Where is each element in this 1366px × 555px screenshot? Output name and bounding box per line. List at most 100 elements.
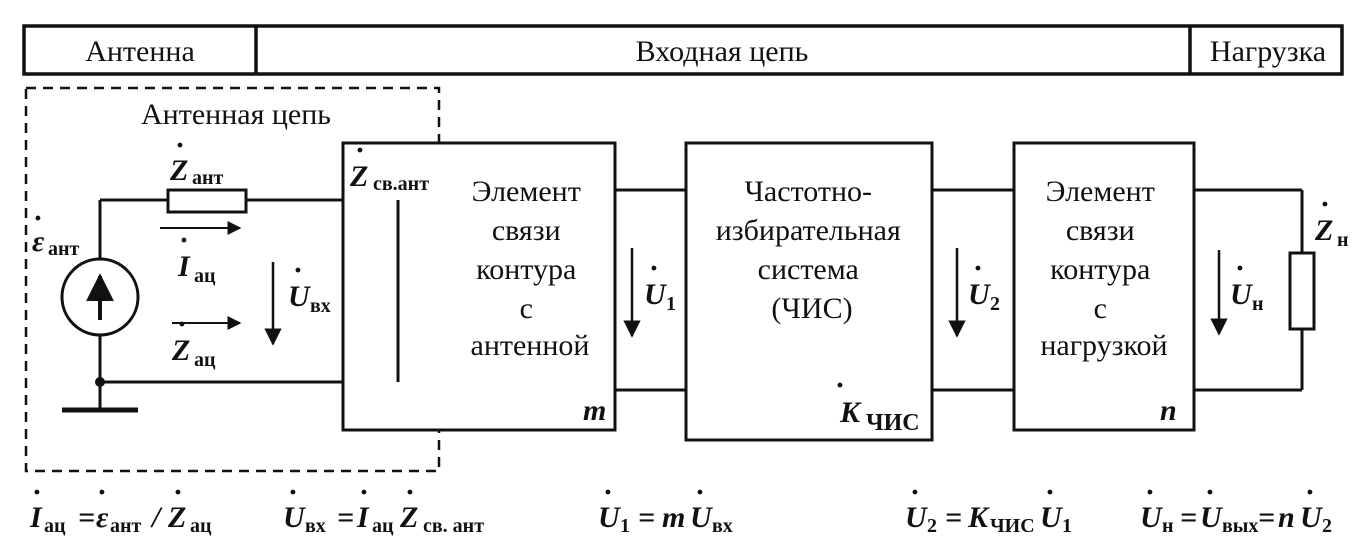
svg-text:2: 2: [990, 293, 1000, 315]
svg-text:н: н: [1337, 229, 1349, 251]
svg-text:U: U: [690, 501, 713, 534]
svg-text:вх: вх: [712, 515, 733, 537]
sym-u2: U 2 ·: [968, 252, 1000, 315]
svg-text:ац: ац: [372, 515, 394, 537]
svg-text:·: ·: [294, 254, 302, 287]
formula-5: U н = U вых = n U 2: [1140, 501, 1332, 537]
svg-text:I: I: [177, 250, 191, 283]
svg-text:K: K: [967, 501, 990, 534]
svg-text:·: ·: [650, 252, 658, 285]
svg-text:n: n: [1278, 501, 1295, 534]
svg-text:·: ·: [1206, 476, 1214, 509]
load-circuit: [1194, 188, 1316, 392]
block-coupling-load: Элемент связи контура с нагрузкой n: [1012, 141, 1196, 432]
svg-text:Z: Z: [169, 154, 188, 187]
svg-text:I: I: [29, 501, 43, 534]
svg-text:=: =: [337, 501, 354, 534]
svg-text:1: 1: [666, 293, 676, 315]
svg-text:·: ·: [604, 476, 612, 509]
svg-text:·: ·: [836, 369, 844, 402]
svg-text:=: =: [78, 501, 95, 534]
svg-text:ЧИС: ЧИС: [866, 410, 920, 436]
block-fss: Частотно- избирательная система (ЧИС) K …: [684, 141, 934, 442]
header-antenna: Антенна: [85, 35, 195, 68]
sym-u-in: U вх ·: [288, 254, 331, 317]
svg-text:I: I: [356, 501, 370, 534]
svg-text:U: U: [1300, 501, 1323, 534]
svg-text:=: =: [1180, 501, 1197, 534]
svg-text:K: K: [839, 396, 862, 429]
svg-text:U: U: [288, 280, 311, 313]
formula-4: U 2 = K ЧИС U 1: [905, 501, 1072, 537]
header-input-circuit: Входная цепь: [636, 35, 809, 68]
svg-text:ант: ант: [192, 167, 224, 189]
block-coupling-antenna: Элемент связи контура с антенной m: [341, 141, 617, 432]
svg-text:U: U: [905, 501, 928, 534]
sym-z-n: Z н ·: [1314, 188, 1349, 251]
svg-text:н: н: [1252, 293, 1264, 315]
z-n-resistor-icon: [1288, 251, 1316, 331]
svg-text:2: 2: [1322, 515, 1332, 537]
svg-text:=: =: [638, 501, 655, 534]
svg-text:ант: ант: [48, 238, 80, 260]
svg-text:Z: Z: [349, 160, 368, 193]
svg-text:·: ·: [1046, 476, 1054, 509]
formula-3: U 1 = m U вх: [598, 501, 733, 537]
svg-text:U: U: [1140, 501, 1163, 534]
coef-n: n: [1160, 394, 1177, 427]
svg-text:ε: ε: [32, 225, 45, 258]
header-load: Нагрузка: [1210, 35, 1326, 68]
sym-z-sv-ant: Z св.ант ·: [349, 134, 429, 195]
formula-1: I ац = ε ант / Z ац: [29, 501, 212, 537]
block-fss-text: Частотно- избирательная система (ЧИС): [716, 175, 909, 325]
svg-text:св.ант: св.ант: [373, 173, 429, 195]
formula-2: U вх = I ац Z св. ант: [283, 501, 484, 537]
antenna-circuit-title: Антенная цепь: [141, 98, 331, 131]
svg-text:·: ·: [360, 476, 368, 509]
sym-z-ant: Z ант ·: [169, 129, 224, 189]
svg-text:·: ·: [33, 476, 41, 509]
svg-text:/: /: [150, 501, 163, 534]
svg-text:m: m: [662, 501, 685, 534]
svg-text:1: 1: [1062, 515, 1072, 537]
svg-text:·: ·: [34, 202, 42, 235]
svg-text:U: U: [1200, 501, 1223, 534]
header-strip: Антенна Входная цепь Нагрузка: [22, 24, 1344, 76]
svg-text:U: U: [1040, 501, 1063, 534]
svg-text:Z: Z: [1314, 214, 1333, 247]
svg-text:·: ·: [696, 476, 704, 509]
sym-u-n: U н ·: [1230, 252, 1264, 315]
svg-text:ац: ац: [44, 515, 66, 537]
svg-text:2: 2: [927, 515, 937, 537]
block-coupling-load-text: Элемент связи контура с нагрузкой: [1040, 175, 1167, 362]
svg-text:ЧИС: ЧИС: [990, 515, 1035, 537]
sym-i-ac: I ац ·: [177, 224, 216, 287]
svg-text:·: ·: [406, 476, 414, 509]
svg-text:св. ант: св. ант: [423, 515, 484, 537]
svg-text:U: U: [968, 278, 991, 311]
svg-text:·: ·: [1146, 476, 1154, 509]
sym-u1: U 1 ·: [644, 252, 676, 315]
svg-text:U: U: [598, 501, 621, 534]
svg-text:ац: ац: [190, 515, 212, 537]
svg-text:·: ·: [176, 129, 184, 162]
svg-text:·: ·: [289, 476, 297, 509]
sym-e-ant: ε ант ·: [32, 202, 80, 260]
coef-k-fss: K ЧИС ·: [836, 369, 920, 436]
svg-text:вых: вых: [1222, 515, 1258, 537]
svg-text:U: U: [1230, 278, 1253, 311]
svg-text:·: ·: [911, 476, 919, 509]
svg-text:U: U: [283, 501, 306, 534]
svg-text:·: ·: [174, 476, 182, 509]
svg-text:Z: Z: [167, 501, 186, 534]
coef-m: m: [583, 394, 606, 427]
svg-text:н: н: [1162, 515, 1174, 537]
svg-text:=: =: [945, 501, 962, 534]
z-ant-resistor-icon: [166, 188, 248, 214]
formula-dots: · · · · · · · · · · · · ·: [33, 476, 1314, 509]
svg-text:вх: вх: [310, 295, 331, 317]
svg-text:вх: вх: [305, 515, 326, 537]
svg-text:Z: Z: [171, 334, 190, 367]
sym-z-ac: Z ац ·: [171, 308, 216, 371]
